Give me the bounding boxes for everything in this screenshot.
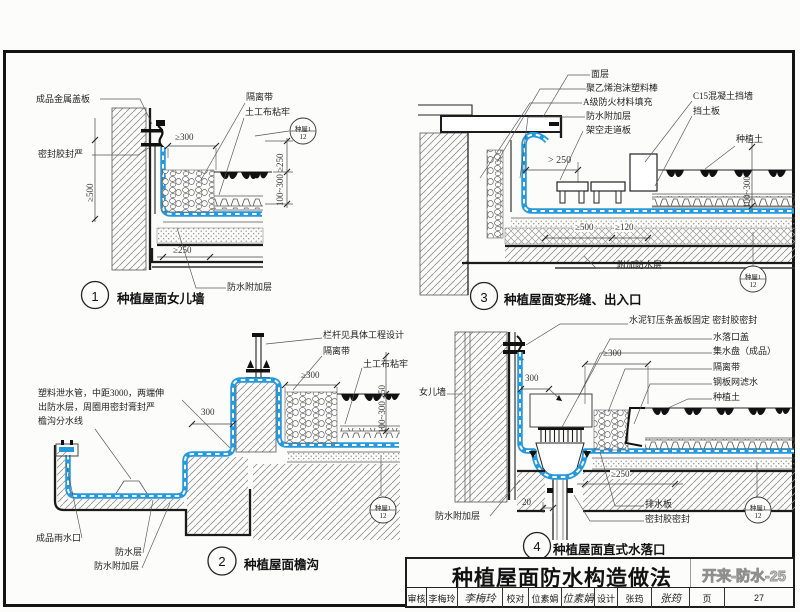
d1-dim-300: ≥300 xyxy=(175,132,194,142)
d2-label-geotextile: 土工布粘牢 xyxy=(363,359,409,369)
d3-dim-500: ≥500 xyxy=(574,222,595,232)
detail-3-drawing xyxy=(418,74,796,311)
d1-label-geotextile: 土工布粘牢 xyxy=(245,107,291,117)
d4-label-mesh: 钢板网滤水 xyxy=(713,377,759,387)
d4-label-soil: 种植土 xyxy=(713,392,741,402)
d4-dim-250: ≥250 xyxy=(610,469,631,479)
d2-label-added-waterproof: 防水附加层 xyxy=(94,561,140,571)
d4-dim-300: 300 xyxy=(525,373,539,383)
drawing-number: 开来-防水-25 xyxy=(702,569,787,586)
designer-name: 张筠 xyxy=(618,588,652,608)
d3-caption-number: 3 xyxy=(480,290,488,305)
d2-label-drain-pipe-1: 塑料泄水管，中距3000，两端伸 xyxy=(38,388,165,398)
d2-label-isolation: 隔离带 xyxy=(323,346,351,356)
d3-label-soil: 种植土 xyxy=(736,134,764,144)
design-label: 设计 xyxy=(595,588,618,608)
d1-ref-bubble-bottom: 12 xyxy=(299,133,307,141)
d4-label-sealant: 密封胶密封 xyxy=(645,514,691,524)
designer-signature: 张筠 xyxy=(652,588,690,608)
d3-label-c15-wall: C15混凝土挡墙 xyxy=(693,91,754,101)
d4-ref-bubble-bottom: 12 xyxy=(754,512,762,520)
d4-label-clamp: 水泥钉压条盖板固定 密封胶密封 xyxy=(629,315,758,325)
d3-dim-250: > 250 xyxy=(548,155,572,166)
d2-label-divide-line: 檐沟分水线 xyxy=(38,416,84,426)
d3-label-added-waterproof: 防水附加层 xyxy=(586,111,632,121)
d4-dim-20: 20 xyxy=(522,497,531,507)
detail-2-drawing xyxy=(53,333,400,576)
page-label: 页 xyxy=(690,588,725,608)
d3-label-added-waterproof2: 附加防水层 xyxy=(617,260,663,270)
d2-ref-bubble-bottom: 12 xyxy=(379,512,387,520)
d2-caption-number: 2 xyxy=(218,554,226,569)
d3-label-walkway: 架空走道板 xyxy=(586,125,632,135)
d4-label-added-waterproof: 防水附加层 xyxy=(435,511,481,521)
check-label: 校对 xyxy=(503,588,529,608)
sheet-title: 种植屋面防水构造做法 xyxy=(452,567,672,590)
d3-ref-bubble-top: 种屋1 xyxy=(744,274,762,281)
d2-label-rain-outlet: 成品雨水口 xyxy=(36,533,82,543)
d1-label-added-waterproof: 防水附加层 xyxy=(227,282,273,292)
title-row: 种植屋面防水构造做法 开来-防水-25 xyxy=(407,559,793,590)
d4-label-parapet: 女儿墙 xyxy=(419,387,447,397)
review-label: 审核 xyxy=(407,588,427,608)
d1-caption-number: 1 xyxy=(91,289,99,304)
d1-label-sealant: 密封胶封严 xyxy=(38,149,84,159)
d1-label-isolation: 隔离带 xyxy=(246,92,274,102)
d2-label-drain-pipe-2: 出防水层，周圈用密封膏封严 xyxy=(38,402,156,412)
d3-label-foam-rod: 聚乙烯泡沫塑料棒 xyxy=(586,83,659,93)
d4-label-isolation: 隔离带 xyxy=(713,362,741,372)
d2-label-railing: 栏杆见具体工程设计 xyxy=(323,330,405,340)
d3-label-surface: 面层 xyxy=(591,69,610,79)
d3-caption: 种植屋面变形缝、出入口 xyxy=(504,293,642,307)
detail-1-drawing xyxy=(80,98,317,310)
d2-dim-300: 300 xyxy=(201,407,215,417)
d4-label-pan: 集水盘（成品） xyxy=(713,346,777,356)
d1-dim-250: ≥250 xyxy=(173,245,192,255)
d3-label-retain-board: 挡土板 xyxy=(693,106,721,116)
d3-dim-120: ≥120 xyxy=(614,222,635,232)
d4-ref-bubble-top: 种屋1 xyxy=(749,505,767,512)
checker-signature: 位素娟 xyxy=(562,588,595,608)
checker-name: 位素娟 xyxy=(529,588,562,608)
d2-dim-300b: ≥300 xyxy=(301,370,320,380)
page-number: 27 xyxy=(753,593,764,603)
d3-ref-bubble-bottom: 12 xyxy=(749,281,757,289)
d2-label-waterproof: 防水层 xyxy=(115,547,143,557)
d2-ref-bubble-top: 种屋1 xyxy=(374,505,392,512)
signature-row: 审核 李梅玲 李梅玲 校对 位素娟 位素娟 设计 张筠 张筠 页 27 xyxy=(407,588,793,608)
d4-caption: 种植屋面直式水落口 xyxy=(553,543,666,557)
d4-caption-number: 4 xyxy=(533,539,541,554)
d1-dim-soil: 100~300 ≥250 xyxy=(275,153,285,206)
d1-caption: 种植屋面女儿墙 xyxy=(117,292,205,306)
d1-label-metal-cover: 成品金属盖板 xyxy=(36,94,91,104)
sheet-frame xyxy=(3,50,795,607)
reviewer-signature: 李梅玲 xyxy=(458,588,503,608)
d2-dim-soil: 100~300 ≥50 xyxy=(377,384,387,433)
d4-label-drain-board: 排水板 xyxy=(645,499,673,509)
reviewer-name: 李梅玲 xyxy=(427,588,458,608)
d1-ref-bubble-top: 种屋1 xyxy=(294,126,312,133)
d4-dim-300b: ≥300 xyxy=(603,348,622,358)
d1-dim-500: ≥500 xyxy=(85,183,95,202)
d4-label-outlet-cover: 水落口盖 xyxy=(713,332,750,342)
d3-dim-soil: 100~300 xyxy=(742,176,752,208)
title-block: 种植屋面防水构造做法 开来-防水-25 审核 李梅玲 李梅玲 校对 位素娟 位素… xyxy=(405,557,795,608)
d3-label-fire-fill: A级防火材料填充 xyxy=(583,97,653,107)
detail-4-drawing xyxy=(447,323,795,561)
d2-caption: 种植屋面檐沟 xyxy=(244,558,320,572)
title-divider xyxy=(690,559,691,587)
